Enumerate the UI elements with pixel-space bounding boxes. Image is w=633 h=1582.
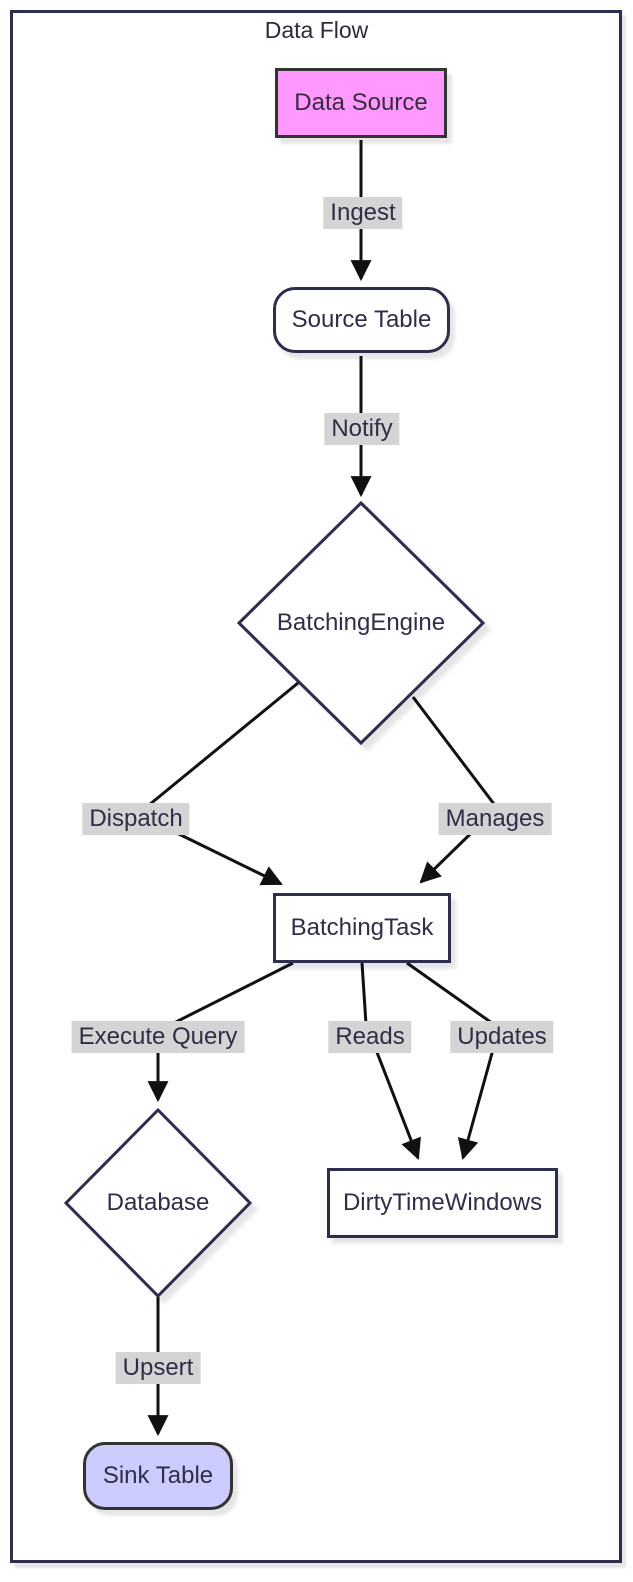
node-batching-task: BatchingTask bbox=[273, 893, 451, 963]
edge-manages-line bbox=[411, 696, 499, 884]
node-data-source: Data Source bbox=[275, 68, 447, 138]
node-batching-engine-shape bbox=[236, 500, 486, 746]
edge-label-manages: Manages bbox=[438, 803, 552, 835]
node-database-shape bbox=[63, 1107, 253, 1299]
edge-reads-line bbox=[360, 962, 421, 1160]
node-sink-table: Sink Table bbox=[83, 1442, 233, 1510]
node-dirty-time-windows: DirtyTimeWindows bbox=[327, 1168, 558, 1238]
edge-label-notify: Notify bbox=[324, 413, 400, 445]
diagram-frame bbox=[10, 10, 622, 1563]
edge-label-execute-query: Execute Query bbox=[71, 1021, 245, 1053]
edge-label-upsert: Upsert bbox=[115, 1352, 201, 1384]
edge-label-reads: Reads bbox=[328, 1021, 412, 1053]
node-source-table: Source Table bbox=[273, 287, 450, 353]
edge-label-updates: Updates bbox=[450, 1021, 554, 1053]
edge-label-dispatch: Dispatch bbox=[82, 803, 190, 835]
diagram-title: Data Flow bbox=[264, 17, 369, 43]
edge-dispatch-line bbox=[135, 681, 299, 886]
edge-label-ingest: Ingest bbox=[323, 197, 403, 229]
edge-updates-line bbox=[406, 961, 501, 1161]
